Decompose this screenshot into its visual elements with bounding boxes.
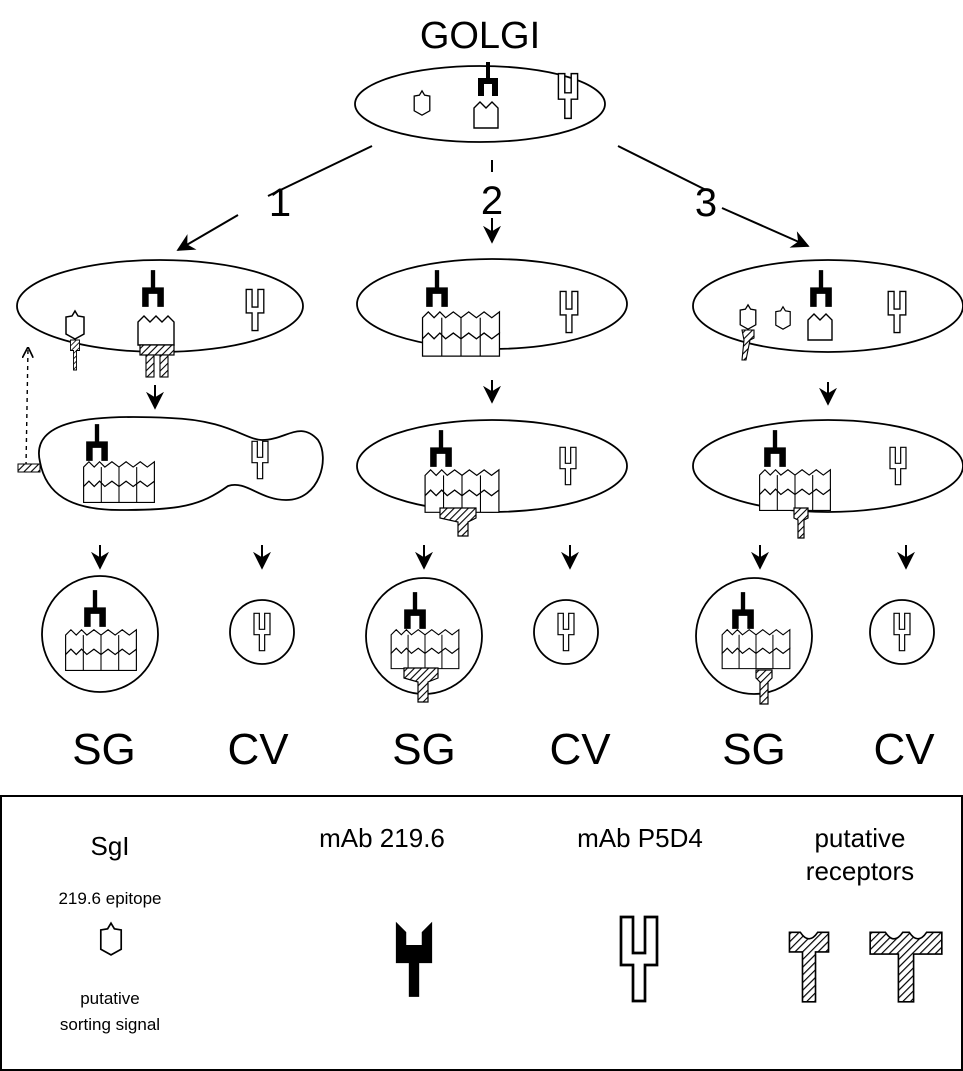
pathway-label-2: 2	[481, 179, 503, 223]
pathway-1-upper-compartment	[16, 259, 304, 378]
pathway-1-constitutive-vesicle	[229, 599, 295, 665]
compartment-label-sg: SG	[722, 725, 786, 774]
diagram-title: GOLGI	[420, 15, 540, 57]
aggregate-icon	[721, 629, 791, 670]
pathway-1-budding-compartment	[38, 416, 324, 511]
compartment-label-cv: CV	[873, 725, 935, 774]
pathway-3-lower-compartment	[692, 419, 963, 539]
compartment-label-cv: CV	[227, 725, 289, 774]
released-receptor	[17, 348, 41, 473]
pathway-label-3: 3	[695, 181, 717, 225]
legend-sgi-signal-line2: sorting signal	[60, 1015, 160, 1034]
pathway-2-secretory-granule	[365, 577, 483, 703]
aggregate-icon	[83, 461, 155, 504]
golgi-compartment	[354, 62, 606, 143]
aggregate-icon	[65, 629, 137, 672]
compartment-label-cv: CV	[549, 725, 611, 774]
compartment-label-sg: SG	[392, 725, 456, 774]
aggregate-icon	[421, 311, 501, 357]
legend-receptors-line2: receptors	[806, 856, 914, 886]
legend: SgI 219.6 epitope putative sorting signa…	[0, 795, 963, 1071]
pathway-1-secretory-granule	[41, 575, 159, 693]
legend-sgi-epitope: 219.6 epitope	[58, 889, 161, 908]
legend-sgi-title: SgI	[90, 831, 129, 861]
pathway-3-constitutive-vesicle	[869, 599, 935, 665]
pathway-arrows	[176, 145, 810, 251]
legend-mab-2196-title: mAb 219.6	[319, 823, 445, 853]
aggregate-icon	[424, 469, 500, 513]
pathway-label-1: 1	[269, 181, 291, 225]
aggregate-icon	[759, 469, 831, 512]
compartment-label-sg: SG	[72, 725, 136, 774]
legend-mab-p5d4-title: mAb P5D4	[577, 823, 703, 853]
pathway-2-constitutive-vesicle	[533, 599, 599, 665]
pathway-2-lower-compartment	[356, 419, 628, 537]
aggregate-icon	[390, 629, 460, 670]
receptor-stem-icon	[70, 339, 80, 371]
pathway-3-upper-compartment	[692, 259, 963, 361]
pathway-2-upper-compartment	[356, 258, 628, 357]
legend-sgi-signal-line1: putative	[80, 989, 140, 1008]
pathway-3-secretory-granule	[695, 577, 813, 705]
legend-receptors-line1: putative	[814, 823, 905, 853]
